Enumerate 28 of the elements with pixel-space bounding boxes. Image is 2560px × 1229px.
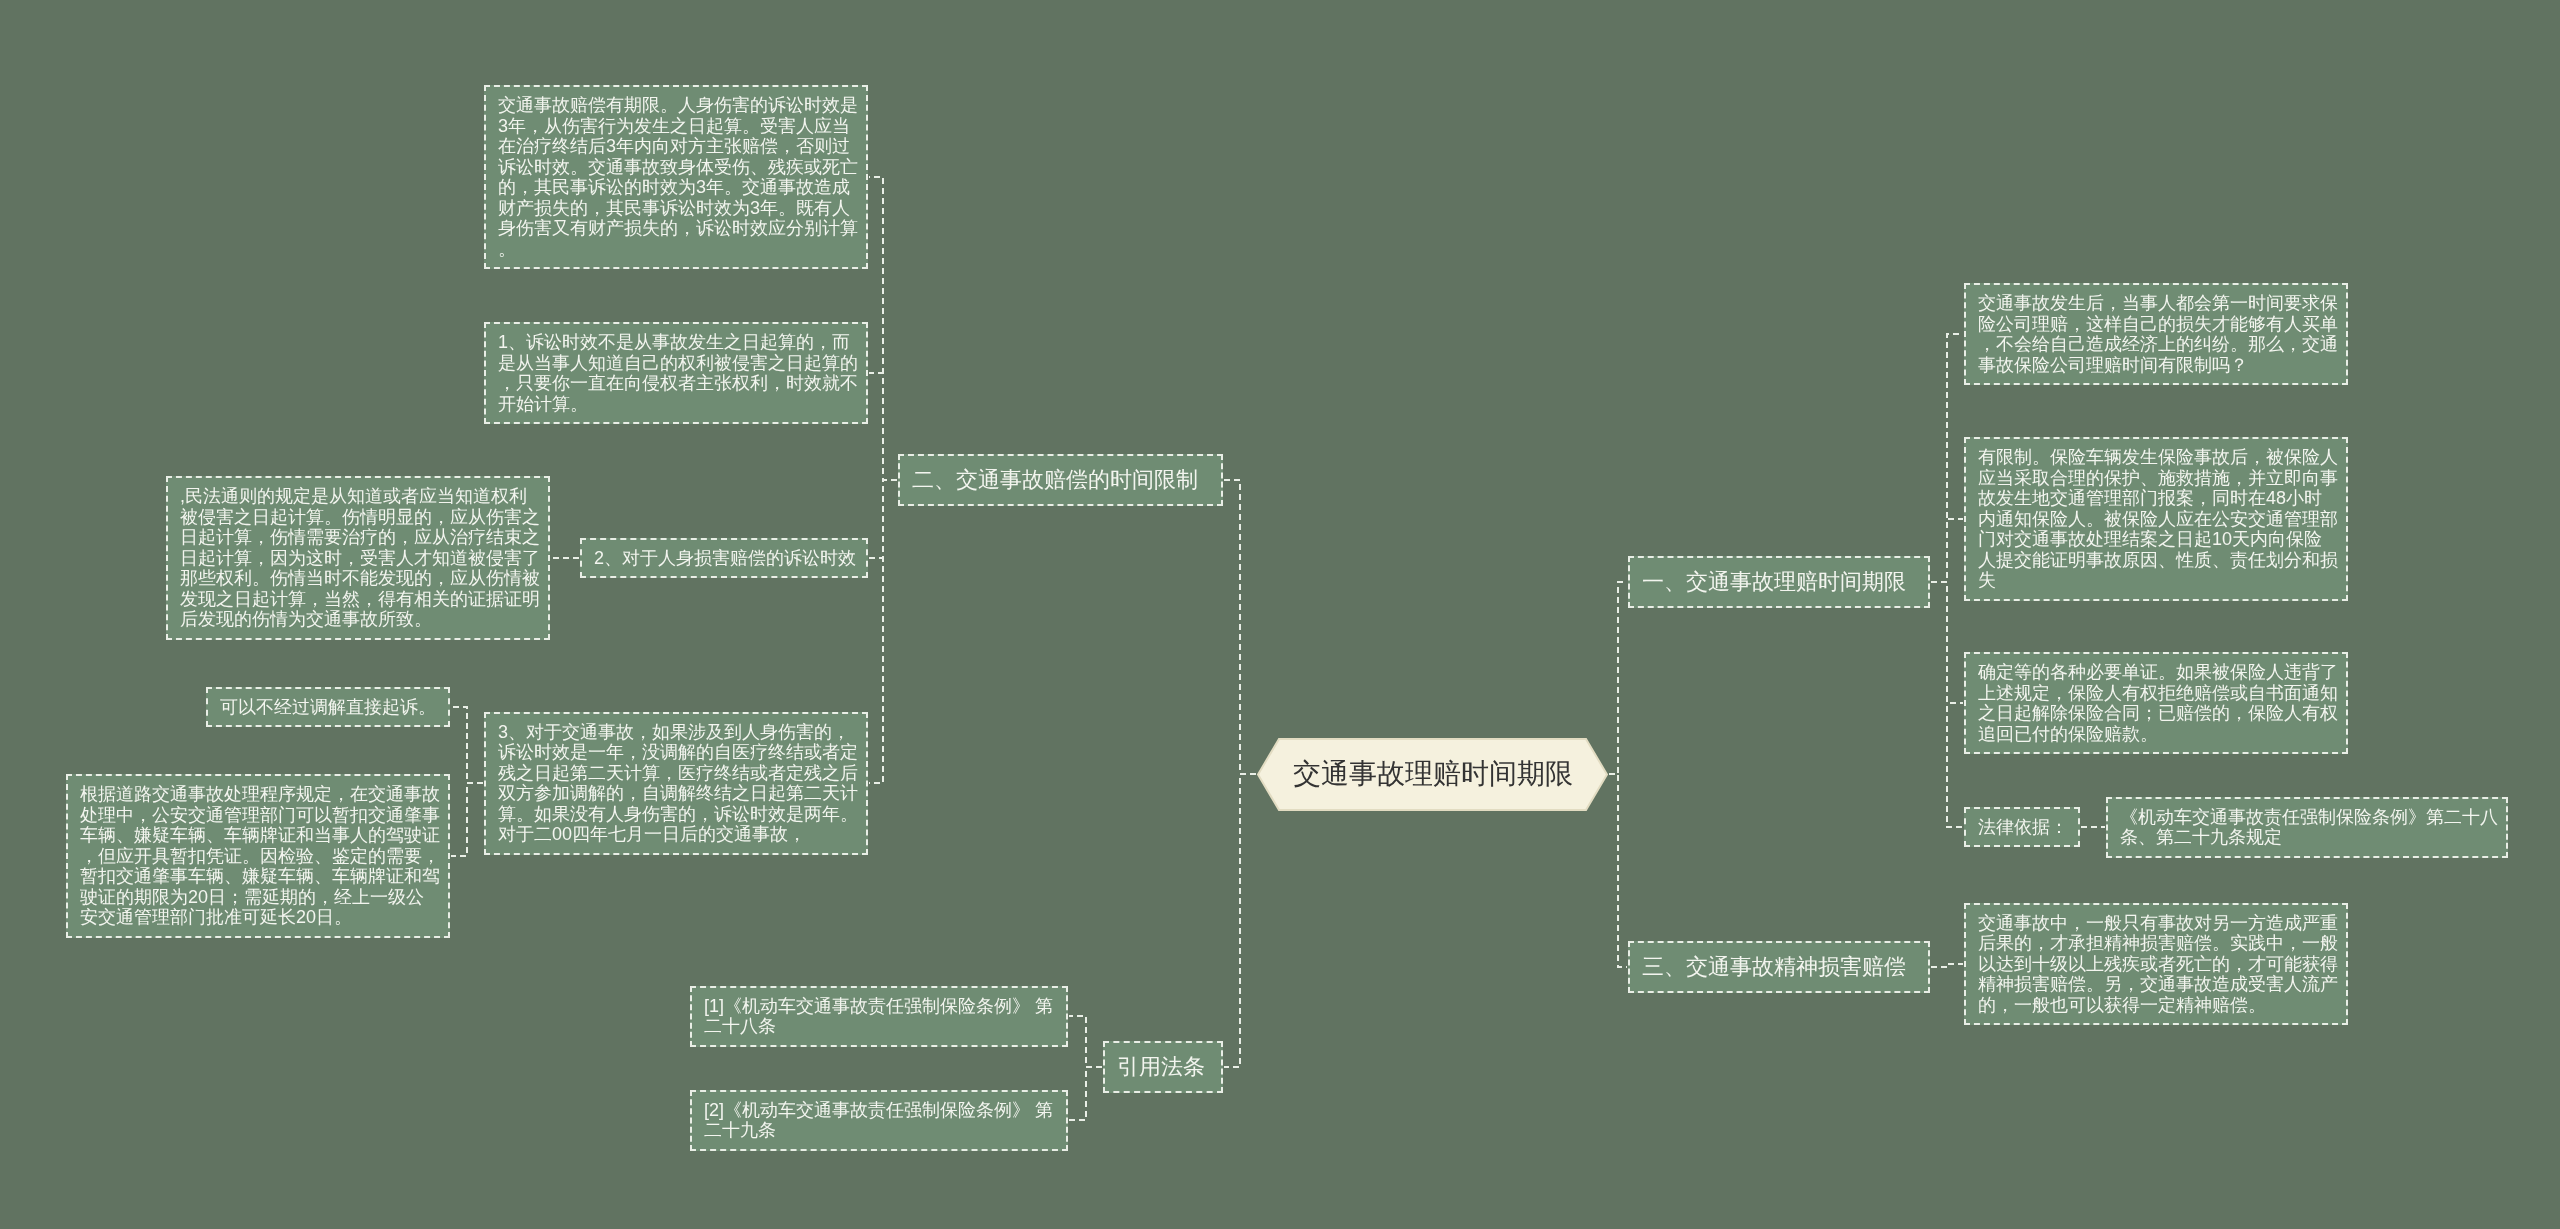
note-box: 1、诉讼时效不是从事故发生之日起算的，而是从当事人知道自己的权利被侵害之日起算的，只要你一直在向侵权者主张权利，时效就不开始计算。 — [484, 322, 868, 424]
note-box: 交通事故赔偿有期限。人身伤害的诉讼时效是3年，从伤害行为发生之日起算。受害人应当在治疗终结后3年内向对方主张赔偿，否则过诉讼时效。交通事故致身体受伤、残疾或死亡的，其民事诉讼的时效为3年。交通事故造成财产损失的，其民事诉讼时效为3年。既有人身伤害又有财产损失的，诉讼时效应分别计算。 — [484, 85, 868, 269]
note-box: [2]《机动车交通事故责任强制保险条例》 第二十九条 — [690, 1089, 1068, 1151]
note-box: 可以不经过调解直接起诉。 — [206, 686, 450, 727]
topic-box: 三、交通事故精神损害赔偿 — [1628, 941, 1930, 993]
note-box: 《机动车交通事故责任强制保险条例》第二十八条、第二十九条规定 — [2106, 796, 2508, 858]
note-box: ,民法通则的规定是从知道或者应当知道权利被侵害之日起计算。伤情明显的，应从伤害之日起计算，伤情需要治疗的，应从治疗结束之日起计算，因为这时，受害人才知道被侵害了那些权利。伤情当时不能发现的，应从伤情被发现之日起计算，当然，得有相关的证据证明后发现的伤情为交通事故所致。 — [166, 476, 550, 640]
connector — [1223, 773, 1257, 1068]
note-box: 确定等的各种必要单证。如果被保险人违背了上述规定，保险人有权拒绝赔偿或自书面通知之日起解除保险合同；已赔偿的，保险人有权追回已付的保险赔款。 — [1964, 652, 2348, 754]
connector — [2080, 826, 2106, 828]
topic-box: 二、交通事故赔偿的时间限制 — [898, 454, 1223, 506]
connector — [1930, 581, 1964, 828]
note-box: 根据道路交通事故处理程序规定，在交通事故处理中，公安交通管理部门可以暂扣交通肇事车辆、嫌疑车辆、车辆牌证和当事人的驾驶证，但应开具暂扣凭证。因检验、鉴定的需要，暂扣交通肇事车辆、嫌疑车辆、车辆牌证和驾驶证的期限为20日；需延期的，经上一级公安交通管理部门批准可延长20日。 — [66, 774, 450, 938]
note-box: 交通事故发生后，当事人都会第一时间要求保险公司理赔，这样自己的损失才能够有人买单，不会给自己造成经济上的纠纷。那么，交通事故保险公司理赔时间有限制吗？ — [1964, 283, 2348, 385]
topic-box: 引用法条 — [1103, 1041, 1223, 1093]
note-box: 2、对于人身损害赔偿的诉讼时效 — [580, 537, 868, 578]
note-box: 交通事故中，一般只有事故对另一方造成严重后果的，才承担精神损害赔偿。实践中，一般以达到十级以上残疾或者死亡的，才可能获得精神损害赔偿。另，交通事故造成受害人流产的，一般也可以获得一定精神赔偿。 — [1964, 902, 2348, 1025]
note-box: 3、对于交通事故，如果涉及到人身伤害的，诉讼时效是一年，没调解的自医疗终结或者定残之日起第二天计算，医疗终结或者定残之后双方参加调解的，自调解终结之日起第二天计算。如果没有人身伤害的，诉讼时效是两年。对于二00四年七月一日后的交通事故， — [484, 711, 868, 855]
connector — [1608, 773, 1628, 968]
note-box: 有限制。保险车辆发生保险事故后，被保险人应当采取合理的保护、施救措施，并立即向事故发生地交通管理部门报案，同时在48小时内通知保险人。被保险人应在公安交通管理部门对交通事故处理结案之日起10天内向保险人提交能证明事故原因、性质、责任划分和损失 — [1964, 437, 2348, 601]
hexagon-topic: 交通事故理赔时间期限 — [1257, 737, 1608, 811]
connector — [550, 557, 580, 559]
connector — [450, 782, 484, 857]
note-box: [1]《机动车交通事故责任强制保险条例》 第二十八条 — [690, 985, 1068, 1047]
connector — [1068, 1066, 1103, 1121]
note-box: 法律依据： — [1964, 806, 2080, 847]
topic-box: 一、交通事故理赔时间期限 — [1628, 556, 1930, 608]
connector — [1930, 963, 1964, 968]
